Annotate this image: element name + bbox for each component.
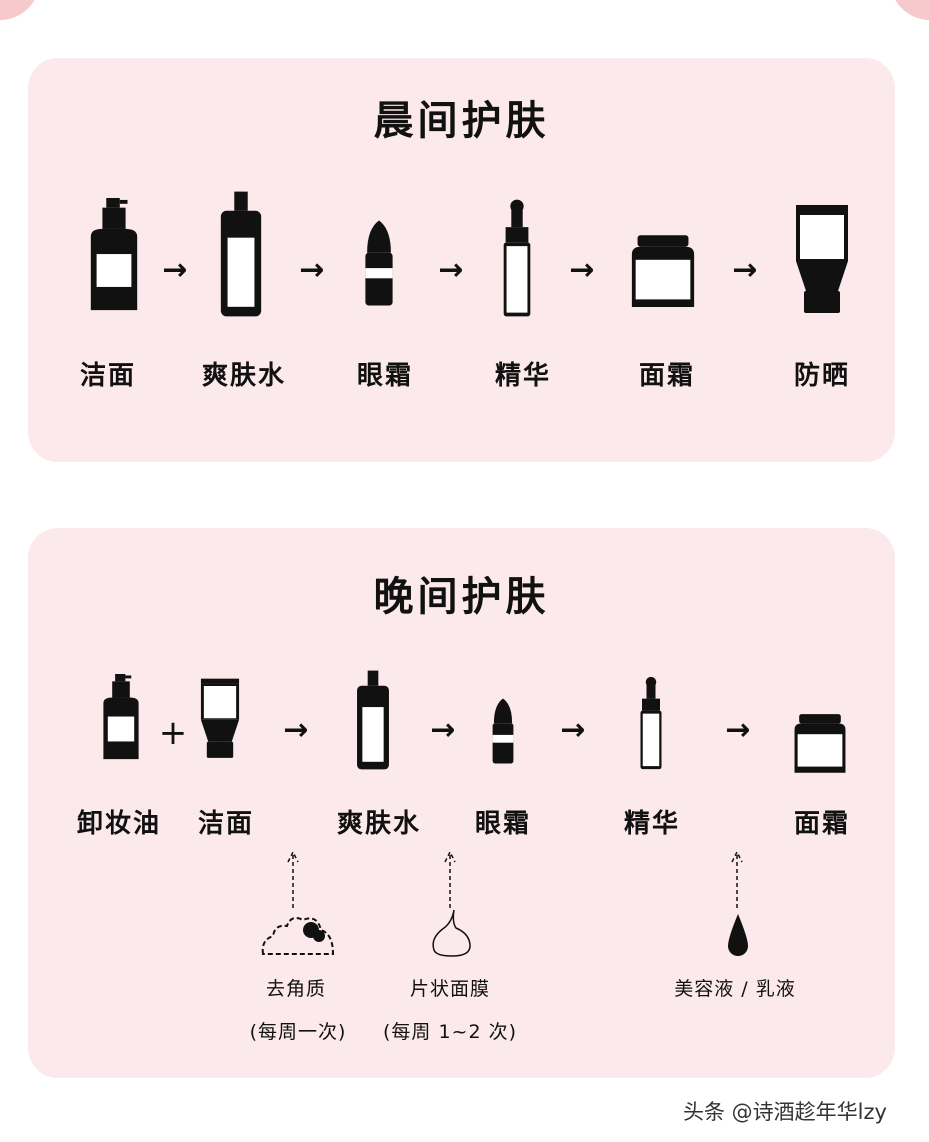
watermark: 头条 @诗酒趁年华lzy xyxy=(683,1100,887,1124)
arrow-icon: → xyxy=(569,252,595,288)
toner-bottle-icon xyxy=(354,667,392,773)
dashed-up-arrow-icon xyxy=(731,850,743,908)
arrow-icon: → xyxy=(560,712,586,748)
arrow-icon: → xyxy=(725,712,751,748)
dashed-up-arrow-icon xyxy=(444,850,456,908)
arrow-icon: → xyxy=(283,712,309,748)
corner-decor xyxy=(890,0,929,20)
arrow-icon: → xyxy=(162,252,188,288)
step-label: 爽肤水 xyxy=(201,361,287,391)
extra-label: 片状面膜 xyxy=(409,978,491,1000)
extra-frequency: (每周一次) xyxy=(249,1021,347,1043)
serum-dropper-icon xyxy=(636,670,666,776)
step-label: 眼霜 xyxy=(474,809,532,839)
arrow-icon: → xyxy=(299,252,325,288)
step-label: 防晒 xyxy=(793,361,851,391)
extra-label: 去角质 xyxy=(265,978,327,1000)
eye-cream-icon xyxy=(362,213,396,313)
arrow-icon: → xyxy=(732,252,758,288)
cleanser-tube-icon xyxy=(198,673,242,765)
step-label: 卸妆油 xyxy=(76,809,162,839)
toner-bottle-icon xyxy=(217,190,265,318)
arrow-icon: → xyxy=(430,712,456,748)
extra-label: 美容液 / 乳液 xyxy=(674,978,796,1000)
extra-frequency: (每周 1~2 次) xyxy=(382,1021,518,1043)
morning-panel: 晨间护肤 xyxy=(28,58,895,462)
step-label: 精华 xyxy=(623,809,681,839)
cream-jar-icon xyxy=(793,713,847,777)
cream-jar-icon xyxy=(630,233,696,313)
serum-dropper-icon xyxy=(498,196,536,320)
plus-icon: + xyxy=(158,713,188,753)
step-label: 爽肤水 xyxy=(336,809,422,839)
step-label: 洁面 xyxy=(197,809,255,839)
eye-cream-icon xyxy=(490,690,516,772)
cleanser-pump-icon xyxy=(85,196,143,316)
droplet-icon xyxy=(728,914,748,956)
step-label: 眼霜 xyxy=(356,361,414,391)
evening-title: 晚间护肤 xyxy=(373,574,550,620)
sunscreen-tube-icon xyxy=(792,205,852,315)
corner-decor xyxy=(0,0,40,20)
arrow-icon: → xyxy=(438,252,464,288)
step-label: 面霜 xyxy=(638,361,696,391)
step-label: 面霜 xyxy=(793,809,851,839)
evening-panel: 晚间护肤 xyxy=(28,528,895,1078)
morning-title: 晨间护肤 xyxy=(373,98,550,144)
step-label: 精华 xyxy=(494,361,552,391)
sheet-mask-icon xyxy=(432,909,471,957)
exfoliating-sponge-icon xyxy=(261,917,335,955)
dashed-up-arrow-icon xyxy=(287,850,299,908)
cleansing-oil-icon xyxy=(99,667,143,769)
step-label: 洁面 xyxy=(79,361,137,391)
